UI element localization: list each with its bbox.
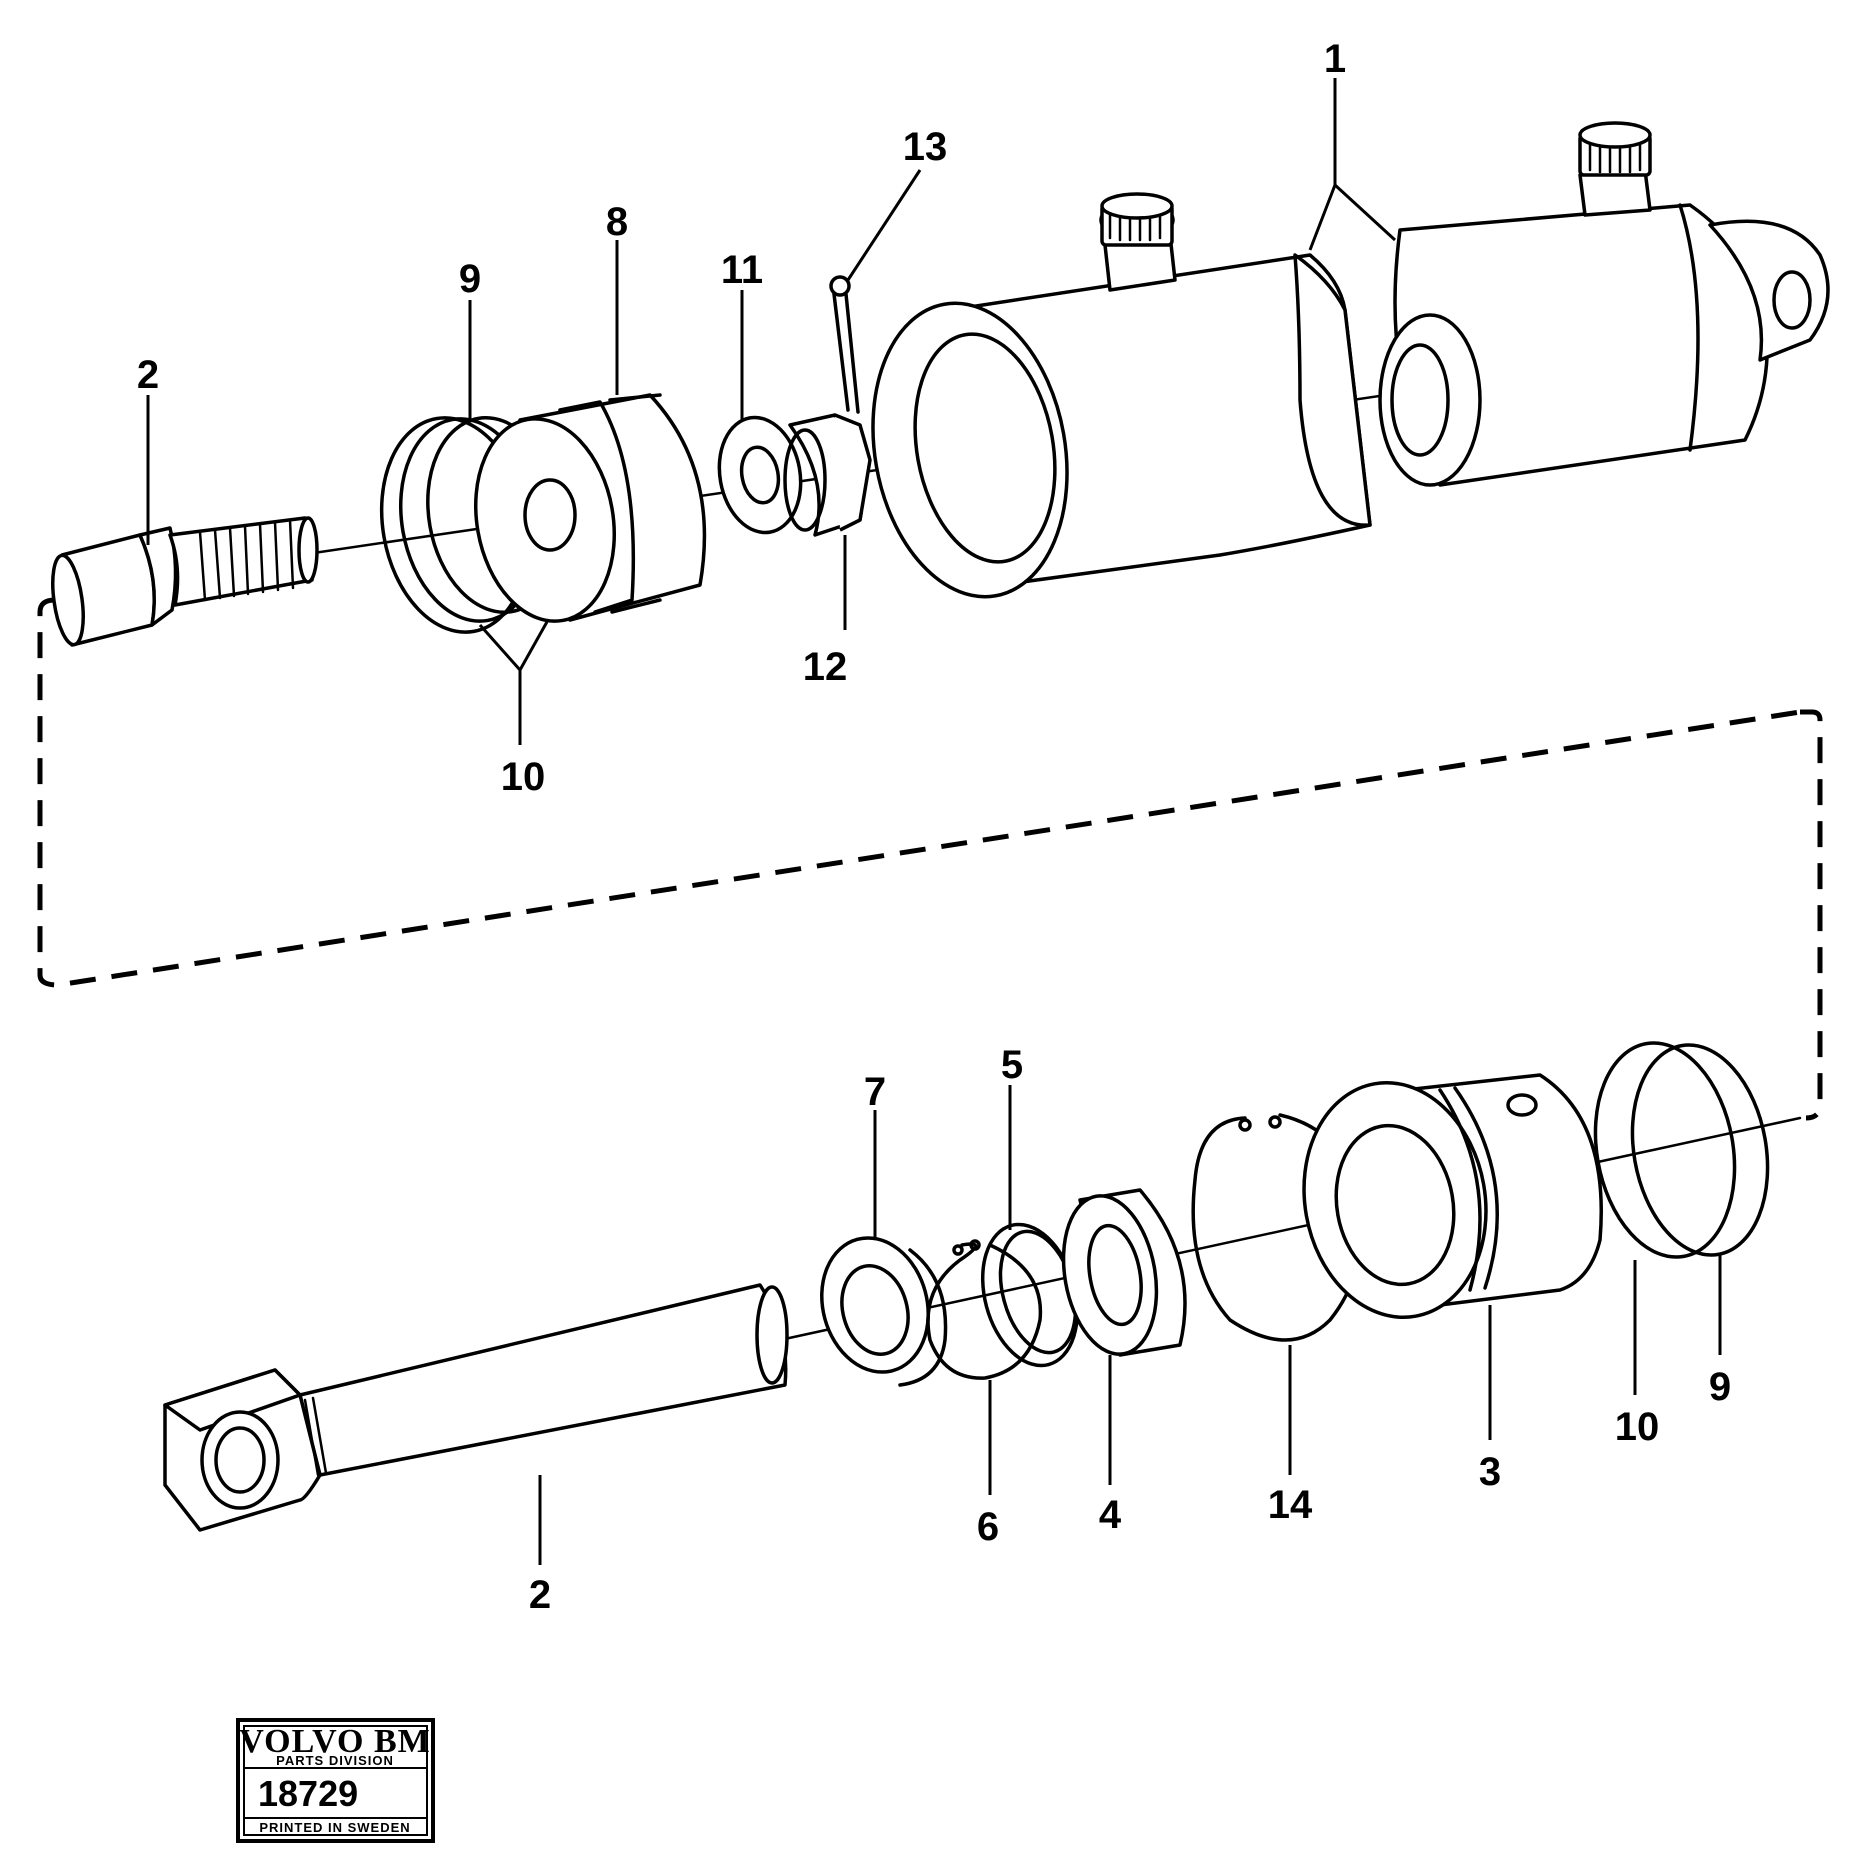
callout-10-top: 10 xyxy=(501,755,546,799)
part-11-washer xyxy=(717,415,803,535)
callout-2-top: 2 xyxy=(137,353,159,397)
callout-4: 4 xyxy=(1099,1493,1122,1537)
part-4-bushing xyxy=(1061,1188,1187,1357)
part-2-rod-end xyxy=(51,516,319,647)
stamp-brand: VOLVO BM xyxy=(239,1723,430,1760)
callout-9-top: 9 xyxy=(459,257,481,301)
part-12-castle-nut xyxy=(783,413,872,537)
leader-lines xyxy=(146,78,1722,1565)
stamp-footer: PRINTED IN SWEDEN xyxy=(259,1820,410,1835)
bottom-axis-line xyxy=(778,1116,1802,1342)
volvo-bm-stamp: VOLVO BM PARTS DIVISION 18729 PRINTED IN… xyxy=(236,1718,435,1843)
part-1-cylinder-tube xyxy=(871,192,1372,599)
callout-2-bottom: 2 xyxy=(529,1573,551,1617)
callout-11: 11 xyxy=(721,248,763,292)
callout-1: 1 xyxy=(1324,37,1346,81)
callout-3: 3 xyxy=(1479,1450,1501,1494)
callout-9-bottom: 9 xyxy=(1709,1365,1731,1409)
assembly-connector-line xyxy=(37,597,1823,1121)
callout-6: 6 xyxy=(977,1505,999,1549)
callout-8: 8 xyxy=(606,200,628,244)
part-6-snap-ring xyxy=(926,1239,1043,1380)
part-9-10-seal-rings-bottom xyxy=(1593,1041,1770,1259)
part-2-piston-rod xyxy=(163,1283,789,1532)
part-8-piston xyxy=(473,393,707,623)
stamp-division: PARTS DIVISION xyxy=(276,1753,394,1768)
part-1-cylinder-rear xyxy=(1378,121,1830,487)
callout-12: 12 xyxy=(803,645,848,689)
callout-5: 5 xyxy=(1001,1043,1023,1087)
part-3-cylinder-head xyxy=(1302,1073,1603,1320)
stamp-number: 18729 xyxy=(258,1773,358,1814)
part-7-wiper xyxy=(820,1236,948,1387)
part-13-cotter-pin xyxy=(829,275,860,414)
callout-10-bottom: 10 xyxy=(1615,1405,1660,1449)
callout-13: 13 xyxy=(903,125,948,169)
callout-7: 7 xyxy=(864,1070,886,1114)
callout-14: 14 xyxy=(1268,1483,1313,1527)
